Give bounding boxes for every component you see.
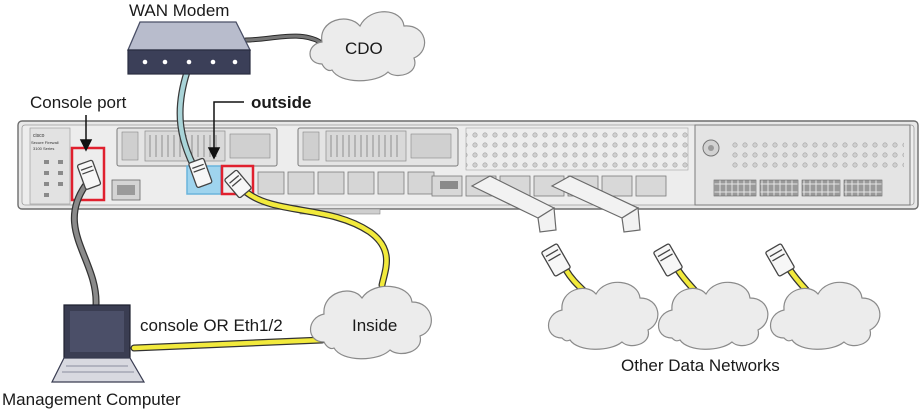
outside-label: outside: [251, 93, 312, 112]
inside-cloud-icon: [309, 285, 432, 360]
console-port-arrow-icon: [79, 115, 93, 152]
management-computer-icon: [51, 304, 146, 383]
device-model-line2: 3100 Series: [33, 146, 55, 151]
device-brand: cisco: [33, 133, 45, 139]
console-port-label: Console port: [30, 93, 127, 112]
firewall-chassis-icon: [17, 120, 919, 215]
cdo-cloud-icon: [309, 11, 426, 82]
data-network-cloud-icon: [547, 281, 881, 350]
outside-arrow-icon: [207, 101, 244, 160]
wan-modem-label: WAN Modem: [129, 1, 230, 20]
sfp-transceiver-icon: [470, 175, 641, 233]
cdo-label: CDO: [345, 39, 383, 58]
inside-label: Inside: [352, 316, 398, 335]
rj45-plug-icon: [76, 157, 795, 277]
wan-modem-icon: [127, 21, 252, 75]
device-model-line1: Secure Firewall: [31, 140, 59, 145]
console-or-eth-label: console OR Eth1/2: [140, 316, 283, 335]
other-data-networks-label: Other Data Networks: [621, 356, 780, 375]
console-port-highlight: [70, 146, 106, 202]
management-computer-label: Management Computer: [2, 390, 181, 409]
